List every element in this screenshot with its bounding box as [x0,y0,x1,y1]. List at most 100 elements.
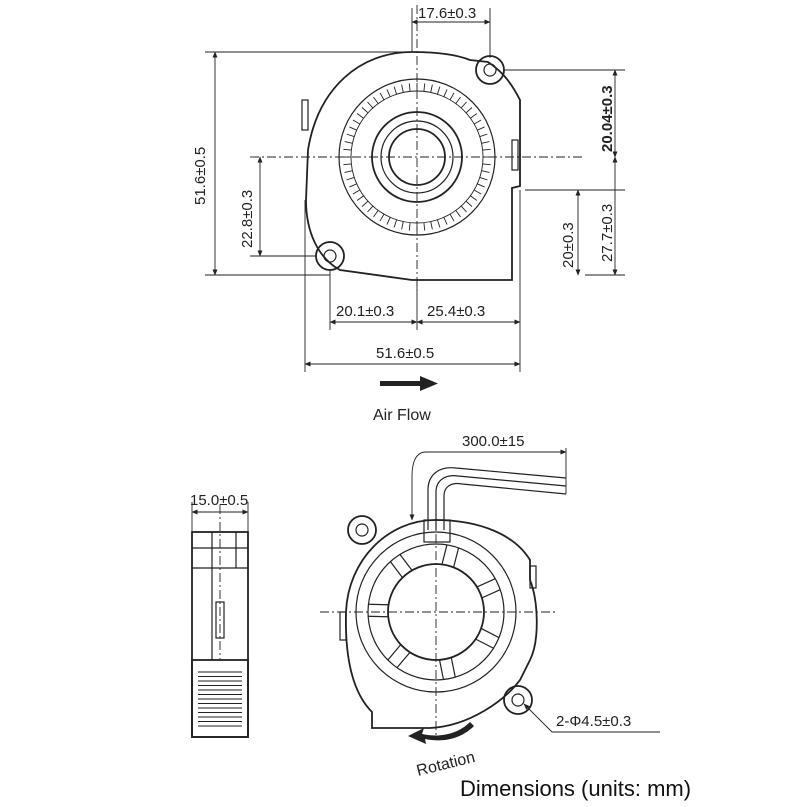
spoke [399,553,413,571]
impeller-blade [430,84,433,93]
impeller-blade [465,200,473,207]
front-view: 300.0±15 2-Φ4.5±0.3 Rotation [320,433,660,780]
impeller-blade [470,195,478,201]
impeller-blade [423,83,426,92]
leader-line [523,703,553,733]
dim-22-8: 22.8±0.3 [239,190,256,248]
impeller-blade [455,210,461,218]
spoke [387,644,401,661]
impeller-blade [477,126,485,131]
top-housing-outline [305,51,521,281]
impeller-blade [356,195,364,201]
side-outlet-grille [198,671,242,727]
impeller-blade [465,107,473,114]
impeller-blade [393,219,398,228]
impeller-blade [455,96,461,104]
impeller-blade [443,89,448,97]
impeller-blade [449,92,455,101]
bottom-mount-hole [323,249,337,263]
impeller-blade [352,119,361,125]
right-tab [511,139,519,171]
impeller-blade [460,101,467,109]
front-right-tab [529,565,537,589]
spoke [475,638,495,649]
spoke [477,578,496,588]
dim-17-6: 17.6±0.3 [418,5,476,22]
impeller-blade [430,221,433,230]
impeller-blade [479,133,488,138]
spoke [368,603,389,606]
bottom-mount-ear [315,241,345,271]
impeller-blade [473,189,482,195]
airflow-arrow-icon [380,376,438,391]
front-spokes [367,544,501,680]
spoke [481,588,501,599]
side-view: 15.0±0.5 [190,492,249,738]
dim-15-0: 15.0±0.5 [190,492,248,509]
impeller-blade [343,163,352,166]
spoke [396,652,411,669]
airflow-label: Air Flow [373,407,431,424]
impeller-blade [352,189,361,195]
impeller-blade [449,213,455,222]
front-mount-hole-bottom [511,693,525,707]
impeller-blade [401,221,404,230]
impeller-blade [373,96,379,104]
impeller-blade [443,217,448,225]
impeller-blade [349,183,357,188]
dim-51-6-vertical: 51.6±0.5 [192,147,209,205]
top-view: 17.6±0.3 51.6±0.5 22.8±0.3 20.04±0.3 27.… [192,5,625,424]
spoke [453,547,460,568]
impeller-blade [386,89,391,97]
impeller-blade [344,141,353,144]
impeller-blade [344,170,353,173]
impeller-blade [408,222,411,231]
impeller-blade [386,217,391,225]
dim-holes: 2-Φ4.5±0.3 [556,713,631,730]
spoke [389,561,403,578]
impeller-blade [367,205,374,213]
dim-27-7: 27.7±0.3 [599,204,616,262]
impeller-blade [346,176,355,181]
front-mount-hole-top [355,523,369,537]
impeller-blade [460,205,467,213]
cable [443,482,567,530]
spoke [481,628,500,639]
impeller-blade [379,92,385,101]
top-mount-hole [483,63,497,77]
dim-300: 300.0±15 [462,433,524,450]
spoke [367,615,388,618]
impeller-blade [423,222,426,231]
impeller-blade [361,107,369,114]
impeller-blade [361,200,369,207]
impeller-blade [482,148,491,151]
impeller-blade [408,83,411,92]
dim-20-1: 20.1±0.3 [336,303,394,320]
top-mount-ear [475,55,505,85]
impeller-blade [401,84,404,93]
dim-20-04: 20.04±0.3 [599,85,616,152]
impeller-blade [482,163,491,166]
spoke [439,660,445,680]
impeller-blade [470,113,478,119]
dim-20: 20±0.3 [560,222,577,268]
impeller-blade [349,126,357,131]
impeller-blade [436,219,441,228]
impeller-blade [346,133,355,138]
side-outlet [191,659,249,738]
spoke [450,657,456,678]
left-tab [301,99,309,131]
front-mount-ear-top [347,515,377,545]
impeller-blade [481,141,490,144]
impeller-blade [479,176,488,181]
impeller-blade [343,148,352,151]
front-housing-outline [344,519,538,729]
impeller-blade [379,213,385,222]
dim-line [409,449,567,521]
dim-51-6-horizontal: 51.6±0.5 [376,345,434,362]
impeller-blades [343,83,491,231]
front-mount-ear-bottom [503,685,533,715]
impeller-blade [356,113,364,119]
impeller-blade [481,170,490,173]
